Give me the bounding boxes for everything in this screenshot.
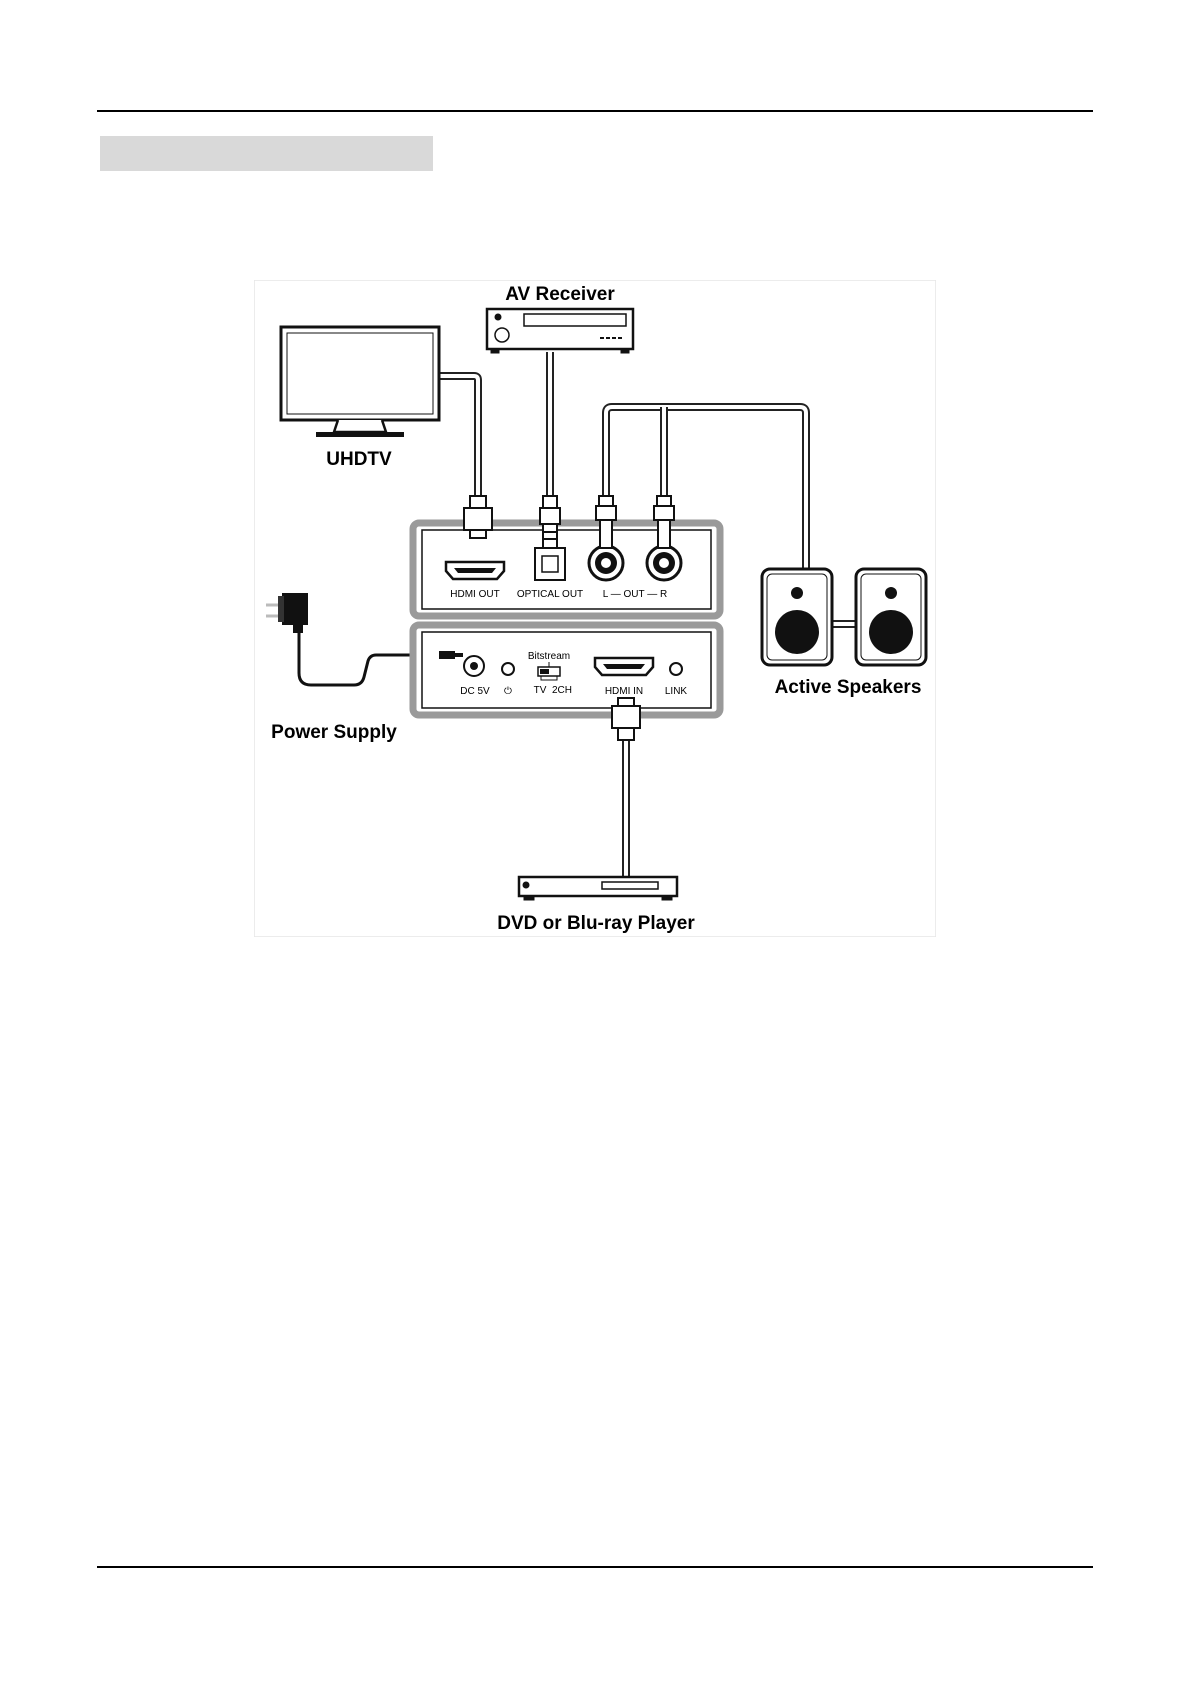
header-rule [97, 110, 1093, 112]
power-supply-label: Power Supply [271, 722, 397, 743]
front-panel [413, 625, 720, 715]
optical-out-label: OPTICAL OUT [517, 589, 583, 600]
section-heading-bar [100, 136, 433, 171]
bitstream-label: Bitstream [528, 651, 570, 662]
switch-tv-label: TV [534, 685, 547, 696]
hdmi-out-label: HDMI OUT [450, 589, 499, 600]
player [519, 877, 677, 900]
uhdtv-label: UHDTV [326, 449, 392, 470]
rca-l-plug [596, 496, 616, 548]
switch-2ch-label: 2CH [552, 685, 572, 696]
optical-plug [540, 496, 560, 548]
footer-rule [97, 1566, 1093, 1568]
connection-diagram: AV Receiver UHDTV HDMI OUT OPTICAL OUT L… [254, 280, 936, 937]
player-label: DVD or Blu-ray Player [497, 913, 695, 934]
dc-label: DC 5V [460, 686, 490, 697]
av-receiver-label: AV Receiver [505, 284, 615, 305]
hdmi-in-label: HDMI IN [605, 686, 643, 697]
power-led-icon: ⏻ [504, 686, 512, 697]
rear-panel [413, 523, 720, 616]
rca-r-plug [654, 496, 674, 548]
active-speakers-label: Active Speakers [775, 677, 922, 698]
analog-out-label: L — OUT — R [603, 589, 667, 600]
link-label: LINK [665, 686, 688, 697]
uhdtv [281, 327, 439, 437]
av-receiver [487, 309, 633, 353]
